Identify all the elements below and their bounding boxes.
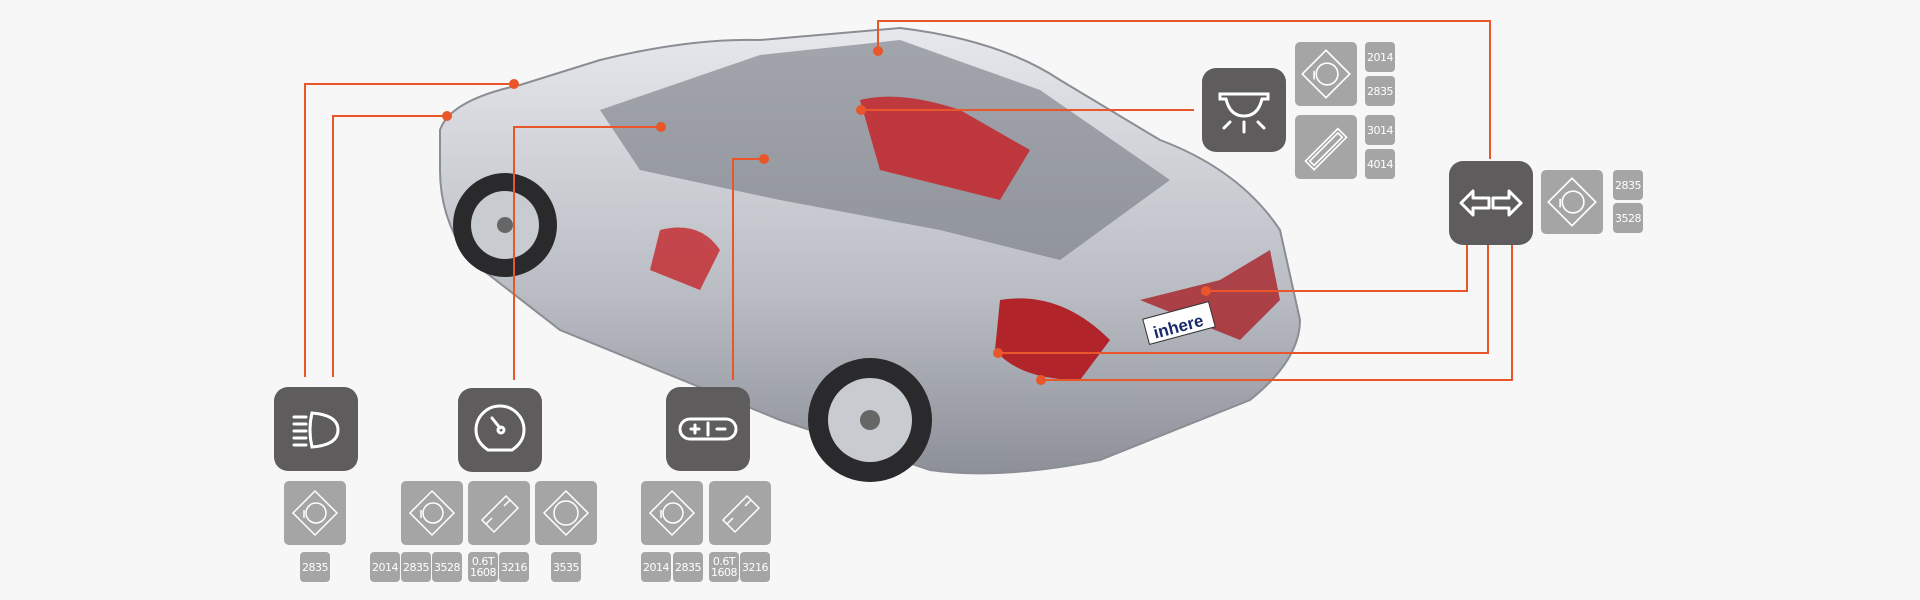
chip-size-label: 2835	[1613, 170, 1643, 200]
chip-size-label: 3216	[499, 552, 529, 582]
led-chip-long[interactable]	[1295, 115, 1357, 179]
chip-size-label: 2014	[370, 552, 400, 582]
chip-size-label: 3528	[1613, 203, 1643, 233]
chip-size-label: 3535	[551, 552, 581, 582]
square-led-chip-icon	[1547, 177, 1597, 227]
led-chip-rectangular[interactable]	[709, 481, 771, 545]
led-chip-rectangular[interactable]	[468, 481, 530, 545]
led-chip-square[interactable]	[1295, 42, 1357, 106]
led-chip-square[interactable]	[401, 481, 463, 545]
headlight-icon	[292, 411, 340, 449]
chip-size-label: 2835	[401, 552, 431, 582]
chip-size-label: 2835	[673, 552, 703, 582]
switch-category-button[interactable]	[666, 387, 750, 471]
round-led-chip-icon	[542, 489, 590, 537]
dashboard-category-button[interactable]	[458, 388, 542, 472]
led-chip-square[interactable]	[1541, 170, 1603, 234]
dome-light-icon	[1218, 92, 1270, 134]
switch-icon	[678, 417, 738, 441]
headlight-category-button[interactable]	[274, 387, 358, 471]
chip-size-label: 2835	[1365, 76, 1395, 106]
rectangular-smd-chip-icon	[480, 494, 520, 534]
square-led-chip-icon	[1301, 49, 1351, 99]
square-led-chip-icon	[648, 489, 696, 537]
square-led-chip-icon	[291, 489, 339, 537]
led-chip-square[interactable]	[641, 481, 703, 545]
chip-size-label: 3528	[432, 552, 462, 582]
chip-size-label: 4014	[1365, 149, 1395, 179]
speedometer-icon	[474, 404, 526, 452]
turn-signal-icon	[1459, 189, 1523, 217]
led-chip-round[interactable]	[535, 481, 597, 545]
chip-size-label: 3014	[1365, 115, 1395, 145]
wheels	[453, 173, 932, 482]
chip-size-label: 2014	[641, 552, 671, 582]
car-body: inhere	[439, 26, 1302, 475]
chip-size-label: 3216	[740, 552, 770, 582]
rectangular-smd-chip-icon	[721, 494, 761, 534]
chip-size-label: 2835	[300, 552, 330, 582]
turn-signal-category-button[interactable]	[1449, 161, 1533, 245]
square-led-chip-icon	[408, 489, 456, 537]
interior-light-category-button[interactable]	[1202, 68, 1286, 152]
long-led-chip-icon	[1304, 127, 1348, 171]
led-chip-square[interactable]	[284, 481, 346, 545]
chip-size-label: 2014	[1365, 42, 1395, 72]
